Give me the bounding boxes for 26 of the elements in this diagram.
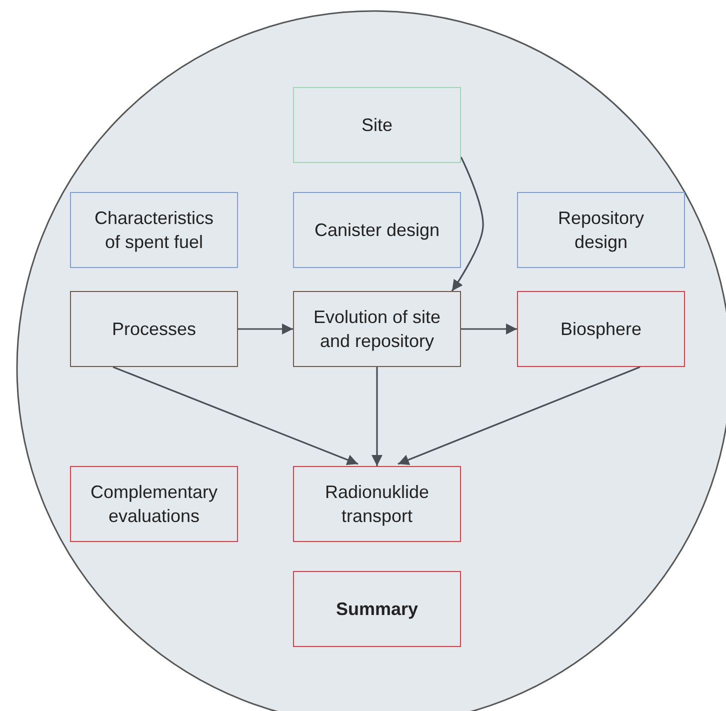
process-box	[70, 466, 238, 542]
box-label: Radionuklide transport	[324, 481, 430, 528]
box-label: Biosphere	[559, 318, 643, 341]
box-label: Complementary evaluations	[89, 481, 219, 528]
process-box	[293, 571, 461, 647]
process-box	[293, 466, 461, 542]
arrow	[372, 367, 382, 466]
arrow	[112, 366, 358, 466]
process-box	[517, 291, 685, 367]
box-label: Characteristics of spent fuel	[93, 207, 215, 254]
process-box	[517, 192, 685, 268]
arrow	[451, 156, 484, 292]
box-label: Repository design	[556, 207, 646, 254]
process-box	[70, 192, 238, 268]
process-box	[293, 192, 461, 268]
arrow	[238, 324, 293, 334]
box-label: Processes	[110, 318, 198, 341]
box-label: Canister design	[313, 219, 441, 242]
arrow	[461, 324, 517, 334]
process-box	[293, 87, 461, 163]
box-label: Summary	[334, 598, 420, 621]
box-label: Evolution of site and repository	[312, 306, 442, 353]
process-box	[70, 291, 238, 367]
box-label: Site	[360, 114, 394, 137]
process-box	[293, 291, 461, 367]
arrow	[398, 366, 640, 466]
